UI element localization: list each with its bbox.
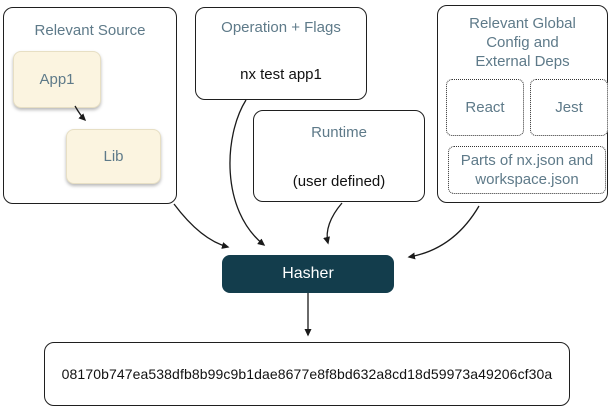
hasher-label: Hasher bbox=[282, 265, 334, 282]
dep-react: React bbox=[446, 79, 524, 136]
node-lib-label: Lib bbox=[103, 148, 124, 165]
dep-workspace-config-label: Parts of nx.json and workspace.json bbox=[460, 152, 594, 188]
dep-jest-label: Jest bbox=[555, 99, 583, 116]
panel-operation-flags: Operation + Flags nx test app1 bbox=[195, 7, 367, 100]
hasher-node: Hasher bbox=[222, 255, 394, 293]
hash-value: 08170b747ea538dfb8b99c9b1dae8677e8f8bd63… bbox=[61, 366, 553, 382]
global-config-title: Relevant Global Config and External Deps bbox=[469, 15, 576, 70]
node-lib: Lib bbox=[66, 129, 161, 184]
relevant-source-title: Relevant Source bbox=[34, 22, 146, 39]
runtime-value: (user defined) bbox=[292, 173, 386, 190]
operation-command: nx test app1 bbox=[240, 66, 322, 83]
panel-global-config: Relevant Global Config and External Deps… bbox=[437, 5, 608, 203]
arrow-source-to-hasher bbox=[173, 203, 230, 249]
hash-output-box: 08170b747ea538dfb8b99c9b1dae8677e8f8bd63… bbox=[44, 342, 570, 406]
dep-jest: Jest bbox=[530, 79, 608, 136]
dep-workspace-config: Parts of nx.json and workspace.json bbox=[448, 146, 606, 194]
arrow-global-to-hasher bbox=[407, 205, 480, 260]
dep-react-label: React bbox=[465, 99, 505, 116]
panel-relevant-source: Relevant Source App1 Lib bbox=[3, 7, 177, 204]
runtime-title: Runtime bbox=[311, 124, 367, 141]
operation-flags-title: Operation + Flags bbox=[221, 19, 341, 36]
panel-runtime: Runtime (user defined) bbox=[253, 110, 425, 202]
node-app1: App1 bbox=[13, 51, 101, 108]
node-app1-label: App1 bbox=[39, 71, 75, 88]
arrow-runtime-to-hasher bbox=[323, 202, 343, 245]
